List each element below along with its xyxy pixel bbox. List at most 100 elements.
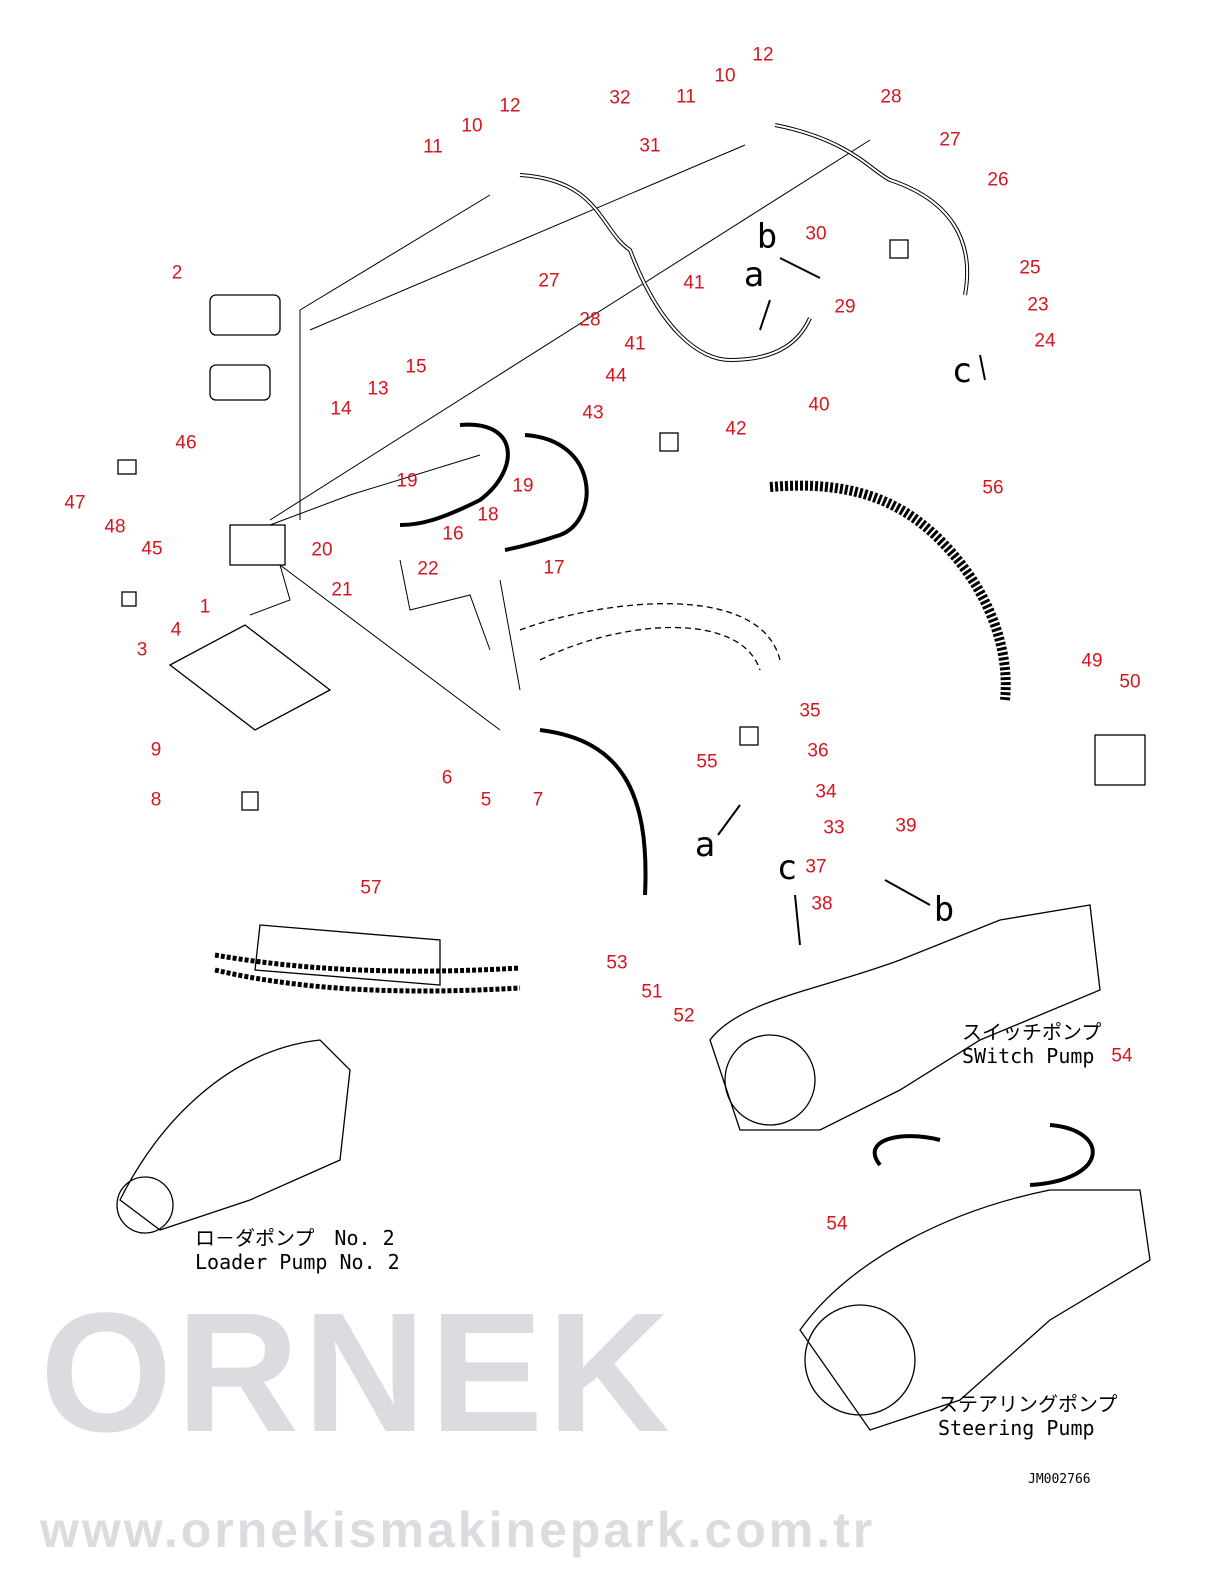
callout-number: 36 [807,740,829,762]
dashed-hoses [519,603,781,671]
steering-pump-en: Steering Pump [938,1416,1095,1440]
armored-hose [769,480,1011,701]
callout-number: 30 [805,223,827,245]
callout-number: 51 [641,981,663,1003]
callout-number: 57 [360,877,382,899]
valve-block [229,524,286,566]
leader-lines [249,559,521,731]
callout-number: 12 [499,95,521,117]
callout-number: 22 [417,558,439,580]
view-letter: a [743,255,765,295]
callout-number: 8 [150,789,162,811]
callout-number: 46 [175,432,197,454]
view-letter: c [776,848,798,888]
callout-number: 21 [331,579,353,601]
callout-number: 43 [582,402,604,424]
steering-pump-caption: ステアリングポンプ Steering Pump [938,1392,1117,1440]
callout-number: 9 [150,739,162,761]
hose [872,1123,1095,1187]
loader-pump-jp: ロ－ダポンプ No. 2 [195,1226,395,1250]
callout-number: 50 [1119,671,1141,693]
callout-number: 49 [1081,650,1103,672]
callout-number: 10 [461,115,483,137]
callout-number: 45 [141,538,163,560]
callout-number: 34 [815,781,837,803]
callout-number: 11 [676,86,696,108]
callout-number: 39 [895,815,917,837]
callout-number: 27 [538,270,560,292]
callout-number: 29 [834,296,856,318]
drawing-code: JM002766 [1028,1472,1091,1487]
callout-number: 28 [880,86,902,108]
switch-pump-en: SWitch Pump [962,1044,1095,1068]
loader-pump [119,1039,351,1231]
hose [519,173,812,363]
callout-number: 40 [808,394,830,416]
watermark-url: www.ornekismakinepark.com.tr [40,1502,876,1558]
loader-pump-en: Loader Pump No. 2 [195,1250,400,1274]
callout-number: 54 [1111,1045,1133,1067]
callout-number: 4 [170,619,182,641]
hose-sleeve [254,924,441,986]
callout-number: 14 [330,398,352,420]
valve-block-right [1094,734,1146,786]
switch-pump-caption: スイッチポンプ SWitch Pump [962,1020,1101,1068]
hose [539,728,648,896]
callout-number: 55 [696,751,718,773]
callout-number: 42 [725,418,747,440]
callout-number: 2 [171,262,183,284]
callout-number: 5 [480,789,492,811]
callout-number: 24 [1034,330,1056,352]
callout-number: 6 [441,767,453,789]
solenoid [209,364,271,401]
callout-number: 31 [639,135,661,157]
view-letter: a [694,825,716,865]
callout-number: 32 [609,87,631,109]
callout-number: 27 [939,129,961,151]
callout-number: 10 [714,65,736,87]
callout-number: 53 [606,952,628,974]
callout-number: 26 [987,169,1009,191]
callout-number: 48 [104,516,126,538]
solenoid [209,294,281,336]
steering-pump [799,1189,1151,1431]
callout-number: 56 [982,477,1004,499]
callout-number: 47 [64,492,86,514]
callout-number: 52 [673,1005,695,1027]
loader-pump-caption: ロ－ダポンプ No. 2 Loader Pump No. 2 [195,1226,400,1274]
callout-number: 18 [477,504,499,526]
switch-pump-jp: スイッチポンプ [962,1020,1102,1044]
view-letter: b [933,890,955,930]
callout-number: 17 [543,557,565,579]
callout-number: 19 [512,475,534,497]
callout-number: 13 [367,378,389,400]
hose-pair [214,952,521,994]
hose [504,433,589,552]
callout-number: 1 [199,596,211,618]
callout-number: 41 [683,272,705,294]
watermark-brand: ORNEK [40,1278,674,1468]
callout-number: 25 [1019,257,1041,279]
callout-number: 38 [811,893,833,915]
callout-number: 28 [579,309,601,331]
callout-number: 35 [799,700,821,722]
callout-number: 15 [405,356,427,378]
hose [399,422,510,527]
view-letter: c [951,351,973,391]
switch-pump [709,904,1101,1131]
callout-number: 44 [605,365,627,387]
callout-number: 16 [442,523,464,545]
mounting-plate [168,624,332,731]
callout-number: 41 [624,333,646,355]
callout-number: 37 [805,856,827,878]
callout-number: 11 [423,136,443,158]
callout-number: 19 [396,470,418,492]
callout-number: 54 [826,1213,848,1235]
steering-pump-jp: ステアリングポンプ [938,1392,1118,1416]
callout-number: 12 [752,44,774,66]
callout-number: 3 [136,639,148,661]
leader-lines [269,139,871,526]
view-letter: b [756,217,778,257]
view-arrows [717,257,986,946]
